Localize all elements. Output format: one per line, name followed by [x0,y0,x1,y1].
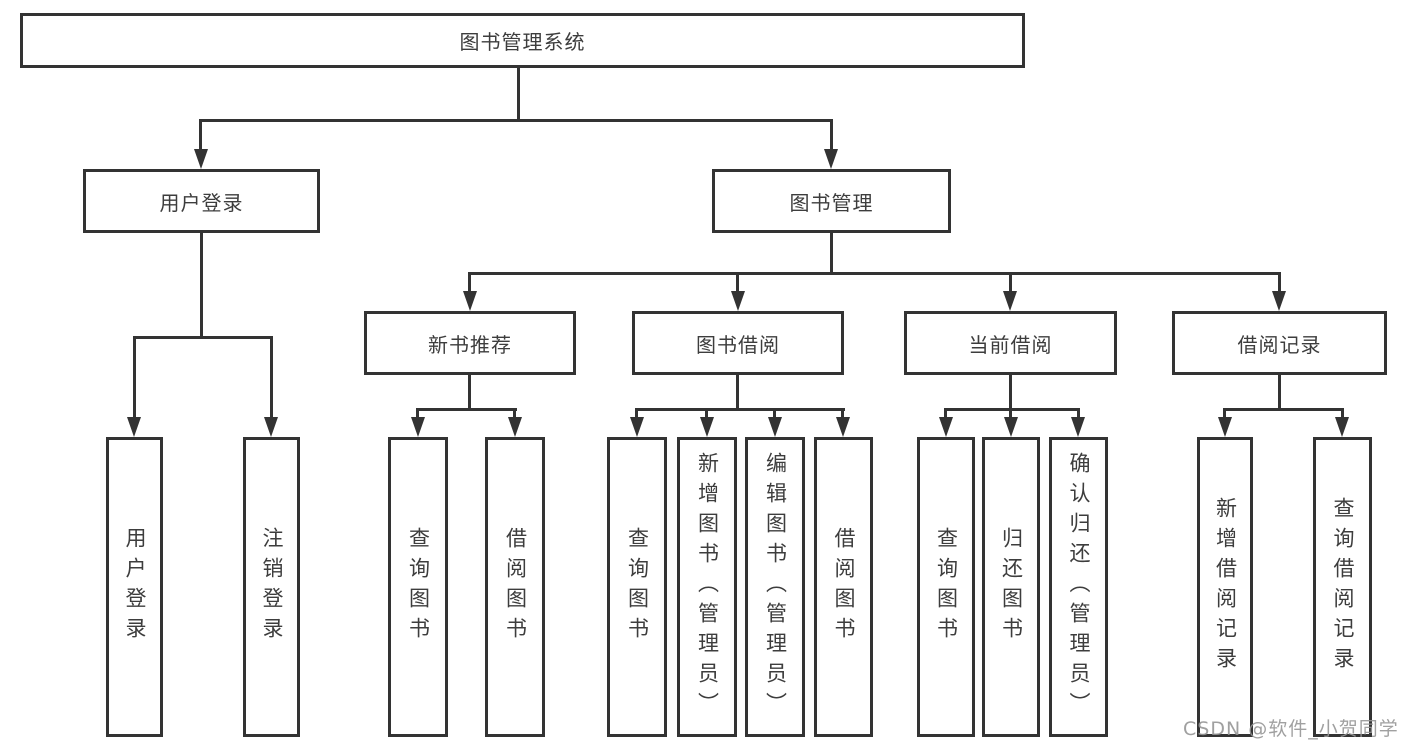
arrow-down-icon [1272,291,1286,311]
leaf-borrow-books-borrow: 借阅图书 [814,437,873,737]
connector-cb-stem-3 [1077,408,1080,420]
leaf-borrow-books-new-label: 借阅图书 [503,527,528,647]
node-book-borrow: 图书借阅 [632,311,844,375]
arrow-down-icon [1004,417,1018,437]
connector-br-hline [1223,408,1344,411]
connector-bb-hline [635,408,845,411]
connector-l1-stem-left [199,119,202,155]
connector-br-stem-1 [1223,408,1226,420]
node-book-mgmt-label: 图书管理 [789,190,874,215]
arrow-down-icon [731,291,745,311]
arrow-down-icon [463,291,477,311]
leaf-user-login-label: 用户登录 [123,527,147,647]
connector-ul-stem [200,233,203,339]
csdn-watermark: CSDN @软件_小贺同学 [1183,718,1399,740]
leaf-query-books-current-label: 查询图书 [934,527,959,647]
connector-ul-hline [133,336,273,339]
leaf-query-books-current: 查询图书 [917,437,975,737]
connector-bb-stem-1 [635,408,638,420]
arrow-down-icon [1218,417,1232,437]
connector-bm-stem-3 [1009,272,1012,297]
leaf-logout-label: 注销登录 [260,527,284,647]
leaf-query-books-borrow: 查询图书 [607,437,667,737]
node-current-borrow: 当前借阅 [904,311,1117,375]
connector-bb-stem [736,375,739,411]
connector-bm-stem-1 [468,272,471,297]
arrow-down-icon [836,417,850,437]
connector-bm-hline [468,272,1281,275]
leaf-confirm-return: 确认归还（管理员） [1049,437,1108,737]
leaf-query-books-new-label: 查询图书 [406,527,431,647]
connector-cb-hline [944,408,1080,411]
node-book-mgmt: 图书管理 [712,169,951,233]
arrow-down-icon [630,417,644,437]
arrow-down-icon [700,417,714,437]
leaf-add-borrow-record: 新增借阅记录 [1197,437,1253,737]
connector-nb-stem-1 [416,408,419,420]
node-root: 图书管理系统 [20,13,1025,68]
connector-ul-stem-left [133,336,136,421]
connector-nb-stem-2 [513,408,516,420]
connector-cb-stem-2 [1009,408,1012,420]
leaf-query-books-borrow-label: 查询图书 [625,527,650,647]
node-user-login: 用户登录 [83,169,320,233]
connector-br-stem [1278,375,1281,411]
connector-nb-hline [416,408,517,411]
leaf-add-books-label: 新增图书（管理员） [695,452,720,722]
leaf-return-books-label: 归还图书 [999,527,1024,647]
connector-cb-stem-1 [944,408,947,420]
connector-bb-stem-2 [705,408,708,420]
leaf-query-books-new: 查询图书 [388,437,448,737]
node-new-books: 新书推荐 [364,311,576,375]
connector-br-stem-2 [1341,408,1344,420]
node-borrow-records-label: 借阅记录 [1237,332,1322,357]
arrow-down-icon [1071,417,1085,437]
node-root-label: 图书管理系统 [459,30,586,54]
leaf-borrow-books-borrow-label: 借阅图书 [832,527,856,647]
connector-bb-stem-3 [773,408,776,420]
connector-bm-stem [830,233,833,275]
connector-nb-stem [468,375,471,411]
node-book-borrow-label: 图书借阅 [696,332,780,357]
leaf-query-borrow-record-label: 查询借阅记录 [1331,497,1355,677]
connector-cb-stem [1009,375,1012,411]
connector-l1-hline [199,119,833,122]
leaf-user-login: 用户登录 [106,437,163,737]
node-current-borrow-label: 当前借阅 [968,332,1053,357]
arrow-down-icon [939,417,953,437]
arrow-down-icon [824,149,838,169]
node-borrow-records: 借阅记录 [1172,311,1387,375]
node-user-login-label: 用户登录 [159,190,244,215]
leaf-add-books: 新增图书（管理员） [677,437,737,737]
connector-l1-stem-right [830,119,833,155]
arrow-down-icon [411,417,425,437]
connector-ul-stem-right [270,336,273,421]
leaf-add-borrow-record-label: 新增借阅记录 [1213,497,1238,677]
leaf-logout: 注销登录 [243,437,300,737]
connector-root-stem [517,68,520,122]
arrow-down-icon [127,417,141,437]
connector-bb-stem-4 [841,408,844,420]
arrow-down-icon [264,417,278,437]
arrow-down-icon [1335,417,1349,437]
arrow-down-icon [768,417,782,437]
arrow-down-icon [508,417,522,437]
leaf-edit-books-label: 编辑图书（管理员） [763,452,788,722]
leaf-confirm-return-label: 确认归还（管理员） [1067,452,1091,722]
connector-bm-stem-2 [736,272,739,297]
node-new-books-label: 新书推荐 [428,332,512,357]
arrow-down-icon [1003,291,1017,311]
leaf-edit-books: 编辑图书（管理员） [745,437,805,737]
leaf-borrow-books-new: 借阅图书 [485,437,545,737]
connector-bm-stem-4 [1278,272,1281,297]
leaf-query-borrow-record: 查询借阅记录 [1313,437,1372,737]
leaf-return-books: 归还图书 [982,437,1040,737]
arrow-down-icon [194,149,208,169]
